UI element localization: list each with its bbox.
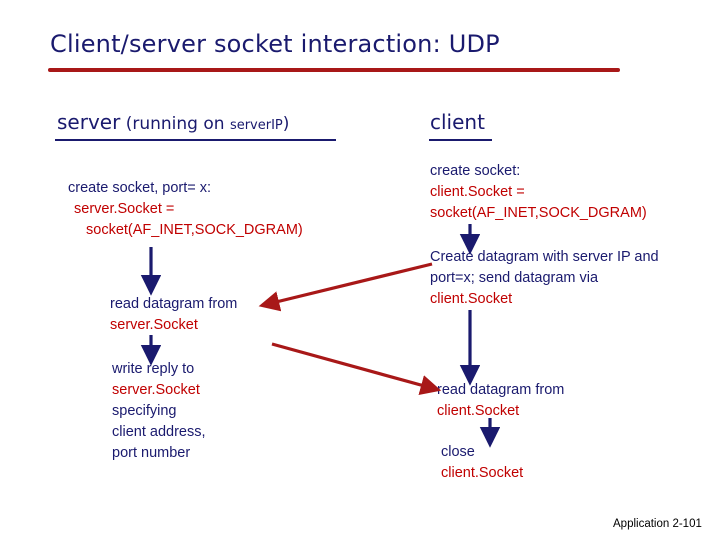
server-heading-mono-2: IP [271, 118, 283, 133]
server-step-read-datagram: read datagram from server.Socket [110, 294, 237, 336]
server-read-datagram-line-1: read datagram from [110, 296, 238, 312]
server-step-write-reply: write reply to server.Socket specifying … [112, 359, 206, 464]
server-heading-paren-open: (running on [120, 114, 230, 134]
server-heading-mono: server [229, 118, 272, 133]
server-read-datagram-line-2: server.Socket [110, 317, 198, 333]
server-create-socket-line-1: create socket, port= x: [68, 180, 212, 196]
client-read-datagram-line-1: read datagram from [437, 382, 565, 398]
server-heading-paren-close: ) [282, 114, 290, 134]
server-write-reply-line-3: specifying [112, 403, 177, 419]
server-write-reply-line-1: write reply to [112, 361, 195, 377]
server-create-socket-line-2: server.Socket = [74, 201, 175, 217]
client-step-read-datagram: read datagram from client.Socket [437, 380, 564, 422]
client-read-datagram-line-2: client.Socket [437, 403, 520, 419]
client-close-socket-line-2: client.Socket [441, 465, 524, 481]
client-create-datagram-line-3: client.Socket [430, 291, 513, 307]
server-column-heading: server (running on serverIP) [57, 110, 289, 134]
client-step-close-socket: close client.Socket [441, 442, 523, 484]
server-create-socket-line-3: socket(AF_INET,SOCK_DGRAM) [86, 222, 303, 238]
client-column-heading: client [430, 110, 485, 134]
client-heading-underline [429, 139, 492, 141]
client-step-create-socket: create socket: client.Socket = socket(AF… [430, 161, 647, 224]
server-write-reply-line-2: server.Socket [112, 382, 200, 398]
client-create-socket-line-1: create socket: [430, 163, 521, 179]
server-heading-underline [55, 139, 336, 141]
client-create-socket-line-3: socket(AF_INET,SOCK_DGRAM) [430, 205, 647, 221]
client-step-create-datagram: Create datagram with server IP and port=… [430, 247, 720, 310]
arrow-server-reply-to-client-read [271, 342, 442, 396]
client-create-datagram-line-2: port=x; send datagram via [430, 270, 599, 286]
page-title: Client/server socket interaction: UDP [50, 30, 500, 58]
arrow-client-send-to-server-read [258, 262, 433, 312]
client-create-socket-line-2: client.Socket = [430, 184, 525, 200]
server-write-reply-line-4: client address, [112, 424, 206, 440]
client-create-datagram-line-1: Create datagram with server IP and [430, 249, 659, 265]
title-underline-rule [48, 68, 620, 72]
server-heading-word: server [57, 110, 121, 134]
server-write-reply-line-5: port number [112, 445, 191, 461]
server-step-create-socket: create socket, port= x: server.Socket = … [68, 178, 303, 241]
slide-footer: Application 2-101 [613, 518, 702, 530]
client-close-socket-line-1: close [441, 444, 475, 460]
